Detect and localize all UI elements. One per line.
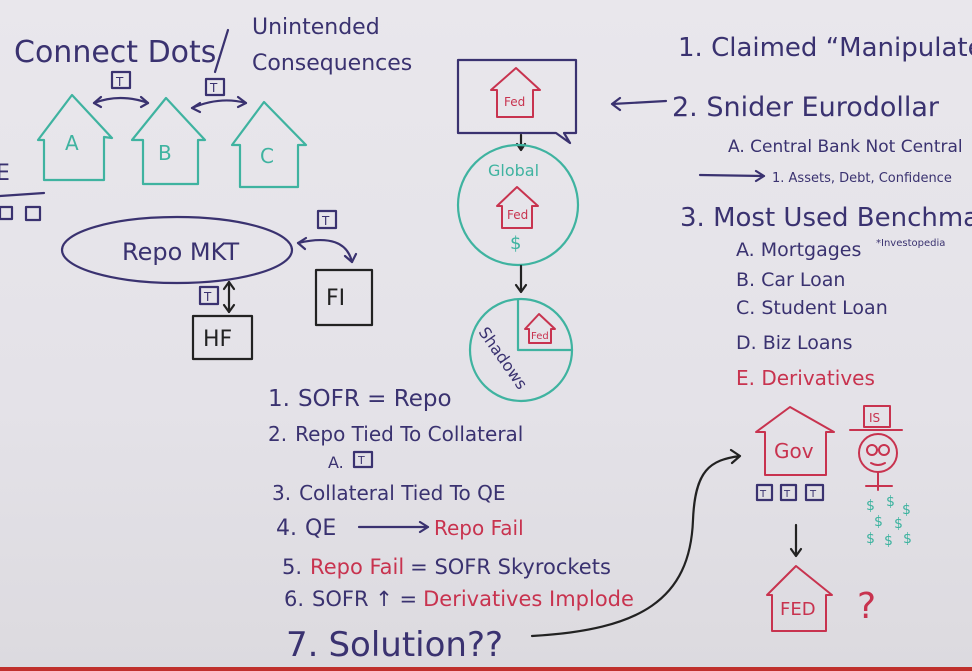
- solution-to-gov-arrow: [530, 448, 742, 638]
- left-list-2: 2.Repo Tied To Collateral: [268, 422, 523, 446]
- repo-fi-link: T: [296, 209, 358, 264]
- global-circle: Global Fed $: [456, 143, 580, 267]
- svg-text:IS: IS: [869, 411, 880, 425]
- svg-text:Repo MKT: Repo MKT: [122, 238, 239, 266]
- left-edge-letter: E: [0, 161, 10, 186]
- right-item-3e: E. Derivatives: [736, 366, 875, 390]
- svg-text:T: T: [357, 454, 365, 467]
- bubble-down-arrow: [515, 133, 527, 152]
- right-item-2a1-arrow: [698, 169, 766, 183]
- fed-bubble: Fed: [456, 58, 578, 145]
- svg-text:T: T: [203, 290, 212, 304]
- unintended-title-line2: Consequences: [252, 51, 412, 76]
- svg-text:$: $: [866, 531, 875, 547]
- left-list-1: 1.SOFR = Repo: [268, 386, 452, 412]
- right-item-3c: C. Student Loan: [736, 297, 888, 319]
- left-list-4-arrow: [357, 520, 430, 534]
- repo-hf-link: T: [198, 280, 236, 314]
- house-a: A: [36, 93, 114, 182]
- svg-text:Fed: Fed: [507, 208, 528, 222]
- investopedia-note: *Investopedia: [876, 238, 945, 249]
- svg-text:$: $: [874, 514, 883, 530]
- svg-text:Fed: Fed: [504, 95, 525, 109]
- right-item-3a: A. Mortgages: [736, 239, 861, 261]
- left-edge-t-boxes: [0, 205, 42, 222]
- fed-final-house: FED: [766, 565, 833, 632]
- svg-text:$: $: [902, 502, 911, 518]
- svg-text:$: $: [884, 533, 893, 549]
- repo-market-ellipse: Repo MKT: [60, 215, 294, 285]
- right-item-2a1: 1. Assets, Debt, Confidence: [772, 171, 952, 186]
- connect-dots-title: Connect Dots: [14, 35, 216, 70]
- svg-text:T: T: [809, 489, 817, 500]
- left-list-4-red: Repo Fail: [434, 516, 524, 540]
- global-down-arrow: [514, 264, 528, 294]
- hf-box: HF: [191, 314, 254, 361]
- svg-text:$: $: [903, 531, 912, 547]
- left-list-5: 5.Repo Fail= SOFR Skyrockets: [282, 555, 611, 579]
- svg-text:T: T: [321, 214, 330, 228]
- svg-text:T: T: [209, 81, 218, 95]
- svg-text:A: A: [65, 131, 79, 155]
- svg-text:FI: FI: [326, 286, 345, 311]
- right-item-3b: B. Car Loan: [736, 269, 845, 291]
- left-list-3: 3.Collateral Tied To QE: [272, 481, 506, 505]
- video-progress-bar: [0, 667, 972, 671]
- svg-text:B: B: [158, 141, 172, 165]
- left-list-2a: A.: [328, 453, 344, 472]
- title-slash: [213, 28, 230, 74]
- svg-text:Global: Global: [488, 161, 539, 180]
- gov-house: Gov: [755, 406, 835, 476]
- right-item-3d: D. Biz Loans: [736, 332, 853, 354]
- left-list: 1.SOFR = Repo 2.Repo Tied To Collateral …: [268, 386, 634, 665]
- svg-text:$: $: [886, 494, 895, 510]
- gov-t-boxes: T T T: [755, 483, 825, 502]
- left-list-4: 4.QE: [276, 516, 336, 541]
- left-list-6: 6.SOFR ↑ =Derivatives Implode: [284, 587, 634, 611]
- t-box-ab: T: [92, 70, 150, 109]
- svg-text:$: $: [894, 516, 903, 532]
- svg-text:T: T: [115, 75, 124, 89]
- shadows-circle: Fed Shadows: [468, 297, 574, 403]
- svg-text:C: C: [260, 144, 274, 168]
- svg-text:Shadows: Shadows: [475, 323, 532, 392]
- left-list-7: 7.Solution??: [286, 625, 503, 665]
- snider-arrow: [610, 96, 668, 112]
- right-item-2a: A. Central Bank Not Central: [728, 137, 963, 157]
- money-pile: $ $ $ $ $ $ $ $: [866, 494, 912, 549]
- svg-text:Fed: Fed: [531, 331, 549, 342]
- question-mark: ?: [857, 586, 876, 627]
- unintended-title-line1: Unintended: [252, 15, 380, 40]
- t-box-bc: T: [190, 77, 248, 114]
- svg-text:HF: HF: [203, 327, 232, 352]
- svg-text:T: T: [783, 489, 791, 500]
- investor-figure: IS: [849, 405, 903, 491]
- svg-text:$: $: [510, 233, 521, 254]
- right-item-2: 2. Snider Eurodollar: [672, 92, 940, 123]
- house-b: B: [130, 96, 207, 186]
- left-list-2a-t-box: T: [352, 450, 374, 469]
- gov-to-fed-arrow: [789, 523, 803, 558]
- right-item-3: 3. Most Used Benchmark: [680, 203, 972, 233]
- house-c: C: [230, 100, 308, 189]
- left-edge-line: [0, 191, 46, 198]
- svg-text:Gov: Gov: [774, 439, 814, 463]
- svg-text:FED: FED: [780, 599, 816, 620]
- right-item-1: 1. Claimed “Manipulated”: [678, 33, 972, 63]
- fi-box: FI: [314, 268, 374, 327]
- svg-text:$: $: [866, 498, 875, 514]
- svg-text:T: T: [759, 489, 767, 500]
